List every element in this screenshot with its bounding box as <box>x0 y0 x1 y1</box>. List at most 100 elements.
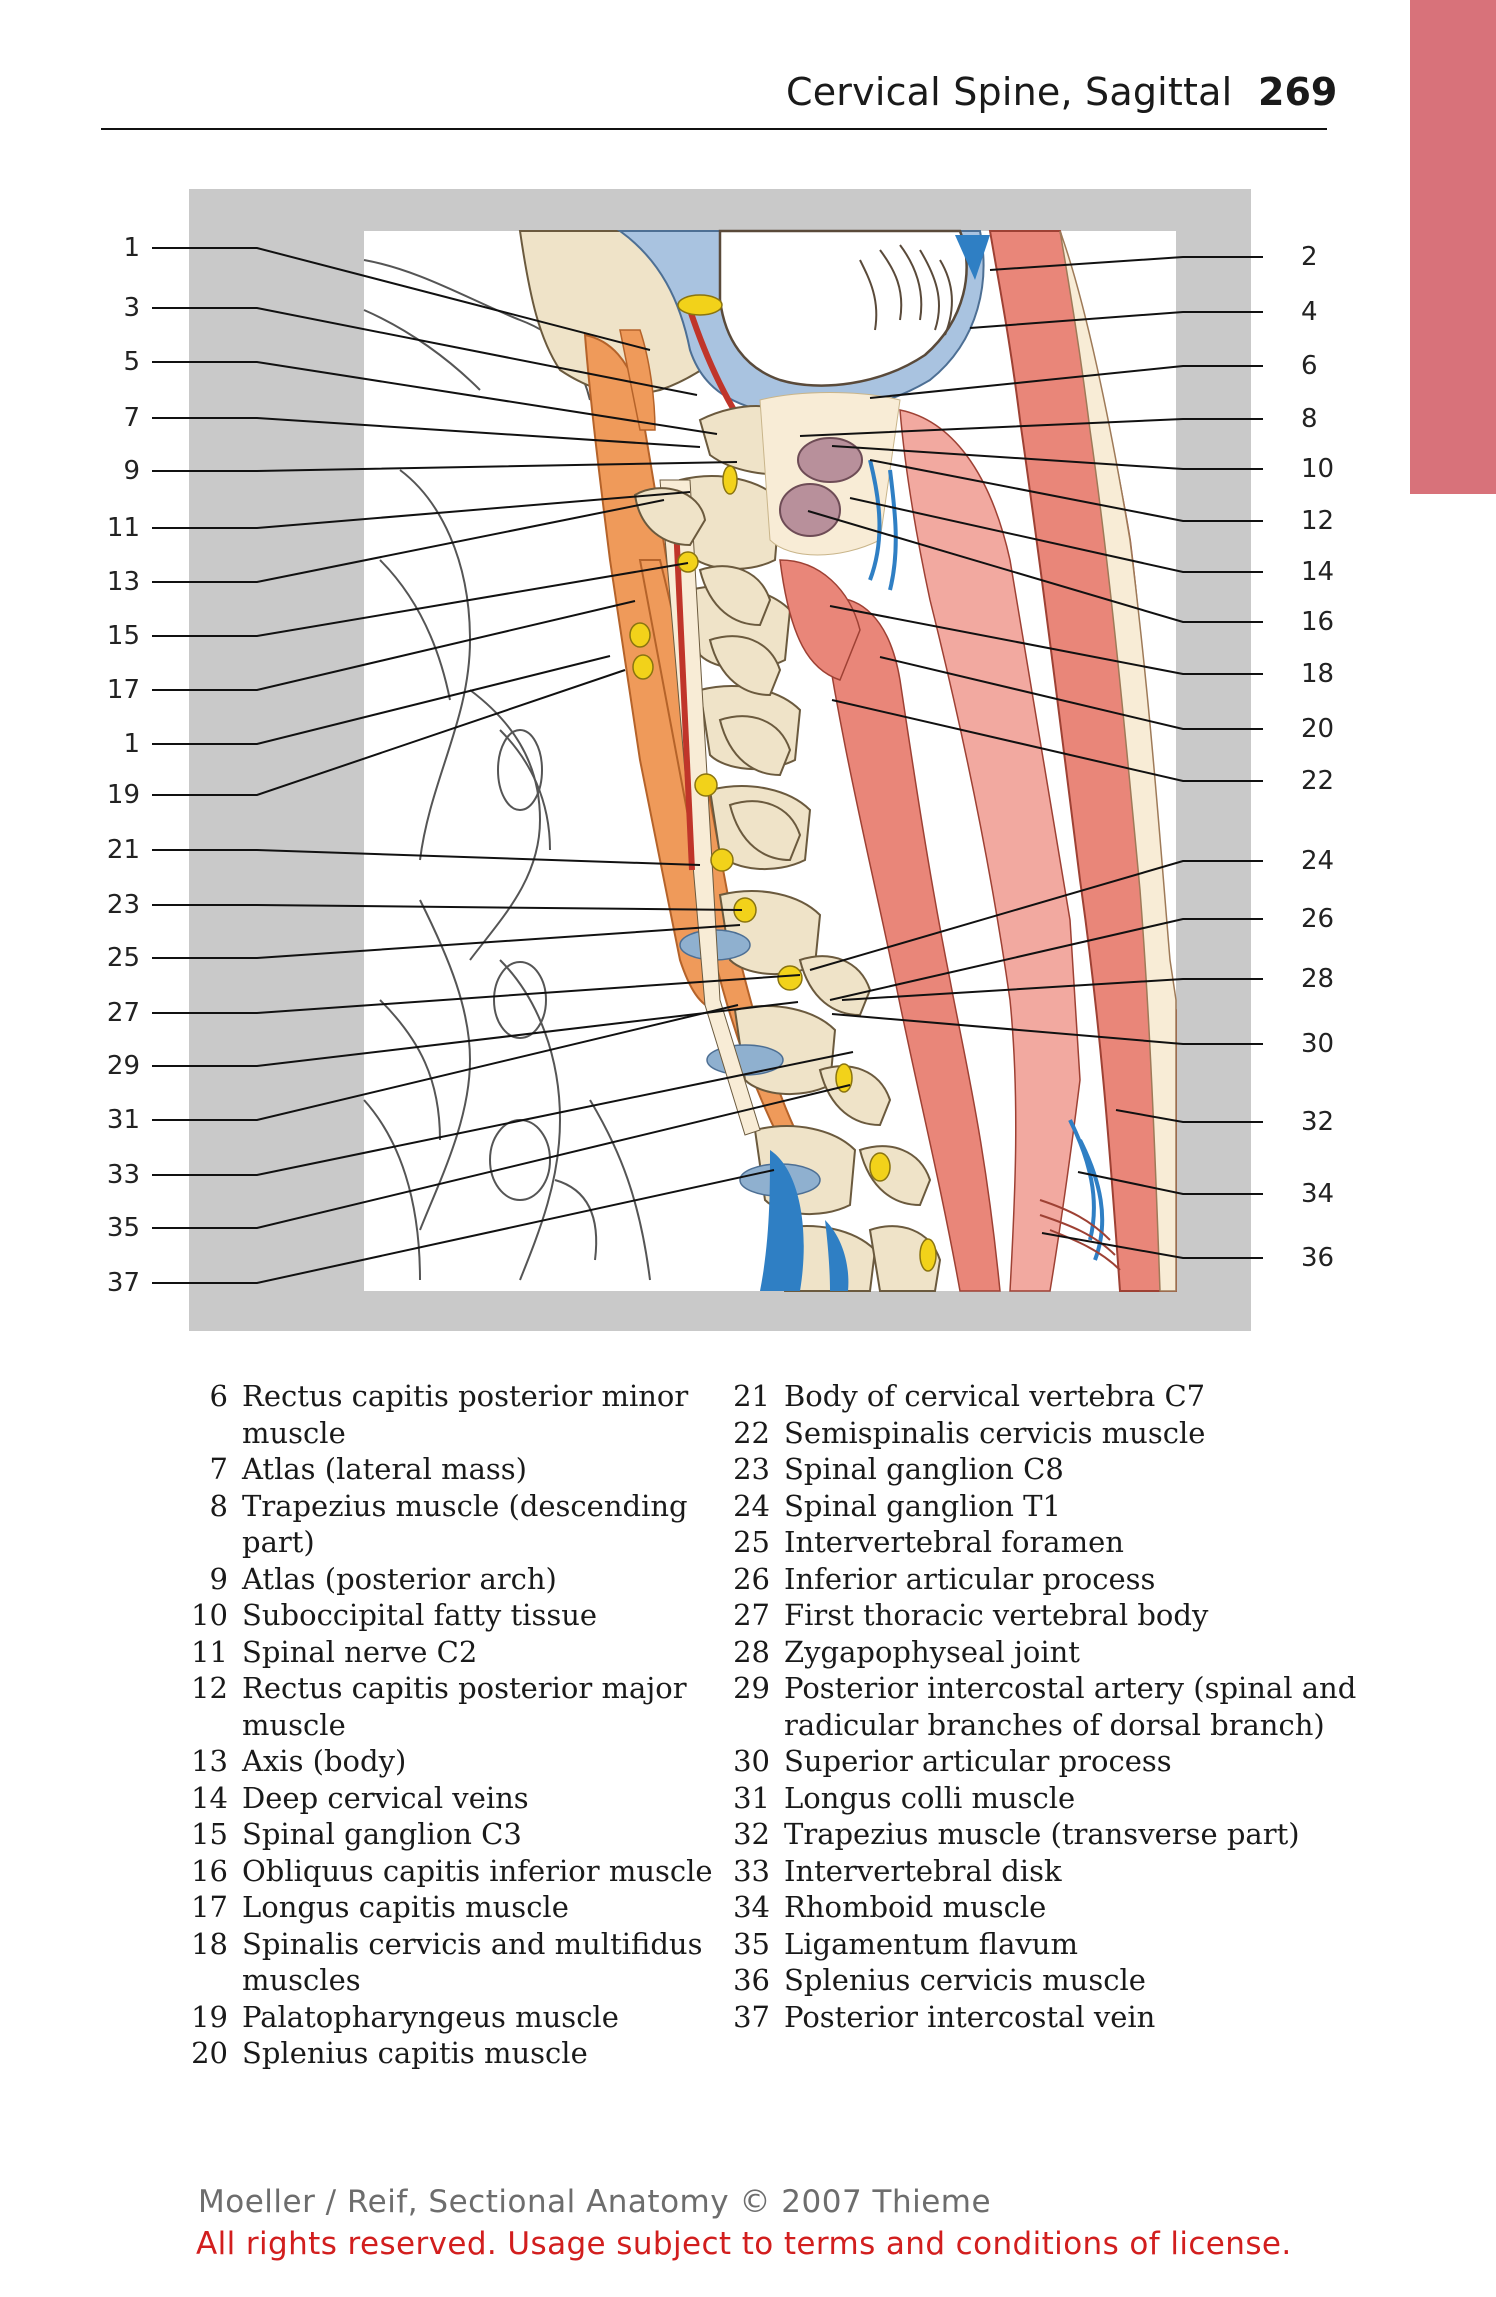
legend-label: Splenius capitis muscle <box>242 2036 588 2070</box>
legend-number: 29 <box>733 1671 770 1705</box>
palatopharyngeus-muscle <box>619 329 656 431</box>
legend-label: Rhomboid muscle <box>784 1890 1047 1924</box>
legend-number: 28 <box>733 1634 770 1669</box>
legend-number: 12 <box>191 1671 228 1705</box>
callout-right-36: 36 <box>1301 1243 1335 1273</box>
legend-entry: 26 Inferior articular process <box>720 1561 1360 1598</box>
callout-right-6: 6 <box>1301 351 1318 381</box>
header-rule <box>101 128 1327 130</box>
spinal-ganglia <box>629 294 937 1272</box>
legend-label: Atlas (lateral mass) <box>242 1452 527 1486</box>
legend-label: Spinal ganglion C8 <box>784 1452 1064 1486</box>
anterior-spinal-artery <box>673 524 695 871</box>
legend-number: 16 <box>191 1853 228 1888</box>
running-title: Cervical Spine, Sagittal <box>786 70 1233 114</box>
callout-left-29: 29 <box>106 1051 140 1081</box>
legend-label: Longus colli muscle <box>784 1780 1076 1815</box>
legend-label: First thoracic vertebral body <box>784 1598 1209 1632</box>
cerebellum <box>718 229 968 387</box>
legend-number: 15 <box>191 1817 228 1851</box>
occipital-sinus <box>955 235 990 280</box>
callout-right-2: 2 <box>1301 242 1318 272</box>
callout-right-30: 30 <box>1301 1029 1335 1059</box>
callout-right-22: 22 <box>1301 766 1335 796</box>
legend-label: Trapezius muscle (descending part) <box>242 1488 688 1560</box>
legend-number: 31 <box>733 1780 770 1815</box>
legend-number: 35 <box>733 1926 770 1961</box>
legend-entry: 28 Zygapophyseal joint <box>720 1634 1360 1671</box>
page-number: 269 <box>1258 70 1338 114</box>
legend-label: Inferior articular process <box>784 1561 1156 1596</box>
legend-number: 9 <box>209 1561 228 1596</box>
legend-label: Rectus capitis posterior minor muscle <box>242 1379 689 1450</box>
callout-right-34: 34 <box>1301 1179 1335 1209</box>
legend-label: Suboccipital fatty tissue <box>242 1598 598 1632</box>
legend-number: 11 <box>191 1634 228 1669</box>
legend-number: 20 <box>191 2036 228 2070</box>
legend-label: Axis (body) <box>242 1744 407 1778</box>
spinal-canal <box>659 479 761 1136</box>
callout-left-21: 21 <box>106 835 140 865</box>
legend-number: 36 <box>733 1963 770 1997</box>
semispinalis-cervicis-muscle <box>819 597 1001 1292</box>
posterior-intercostal-vein <box>760 1150 804 1291</box>
vertebral-artery <box>687 309 743 422</box>
callout-left-1b: 1 <box>123 729 140 759</box>
callout-right-26: 26 <box>1301 904 1335 934</box>
callout-left-9: 9 <box>123 456 140 486</box>
legend-label: Splenius cervicis muscle <box>784 1963 1146 1997</box>
legend-number: 33 <box>733 1853 770 1888</box>
legend-label: Palatopharyngeus muscle <box>242 1999 619 2034</box>
legend-label: Intervertebral foramen <box>784 1525 1124 1559</box>
legend-entry: 36 Splenius cervicis muscle <box>720 1962 1360 1999</box>
rectus-capitis-posterior-major <box>779 483 841 537</box>
splenius-capitis-muscle <box>899 409 1081 1292</box>
rhomboid-muscle-fibers <box>1039 1199 1121 1271</box>
callout-right-16: 16 <box>1301 607 1335 637</box>
callout-right-18: 18 <box>1301 659 1335 689</box>
legend-label: Atlas (posterior arch) <box>242 1561 557 1596</box>
legend-label: Posterior intercostal vein <box>784 1999 1156 2034</box>
cerebellar-folia <box>859 244 953 336</box>
anterior-structures-outline <box>363 259 651 1281</box>
legend-label: Spinalis cervicis and multifidus muscles <box>242 1926 703 1998</box>
legend-label: Zygapophyseal joint <box>784 1634 1080 1669</box>
legend-label: Longus capitis muscle <box>242 1890 569 1924</box>
left-leader-lines <box>152 247 854 1284</box>
callout-left-19: 19 <box>106 780 140 810</box>
legend-entry: 29 Posterior intercostal artery (spinal a… <box>720 1670 1360 1743</box>
callout-left-7: 7 <box>123 403 140 433</box>
legend-number: 26 <box>733 1561 770 1596</box>
callout-right-8: 8 <box>1301 404 1318 434</box>
legend-label: Superior articular process <box>784 1744 1172 1778</box>
obliquus-capitis-inferior <box>779 559 861 681</box>
callout-right-20: 20 <box>1301 714 1335 744</box>
callout-left-13: 13 <box>106 567 140 597</box>
legend-label: Posterior intercostal artery (spinal and… <box>784 1671 1357 1742</box>
callout-left-37: 37 <box>106 1268 140 1298</box>
legend-entry: 20 Splenius capitis muscle <box>178 2035 718 2072</box>
callout-left-31: 31 <box>106 1105 140 1135</box>
legend-entry: 35 Ligamentum flavum <box>720 1926 1360 1963</box>
legend-number: 8 <box>209 1488 228 1523</box>
callout-left-11: 11 <box>106 513 140 543</box>
legend-number: 21 <box>733 1379 770 1413</box>
legend-number: 17 <box>191 1890 228 1924</box>
legend-label: Semispinalis cervicis muscle <box>784 1415 1206 1450</box>
legend-label: Ligamentum flavum <box>784 1926 1078 1961</box>
